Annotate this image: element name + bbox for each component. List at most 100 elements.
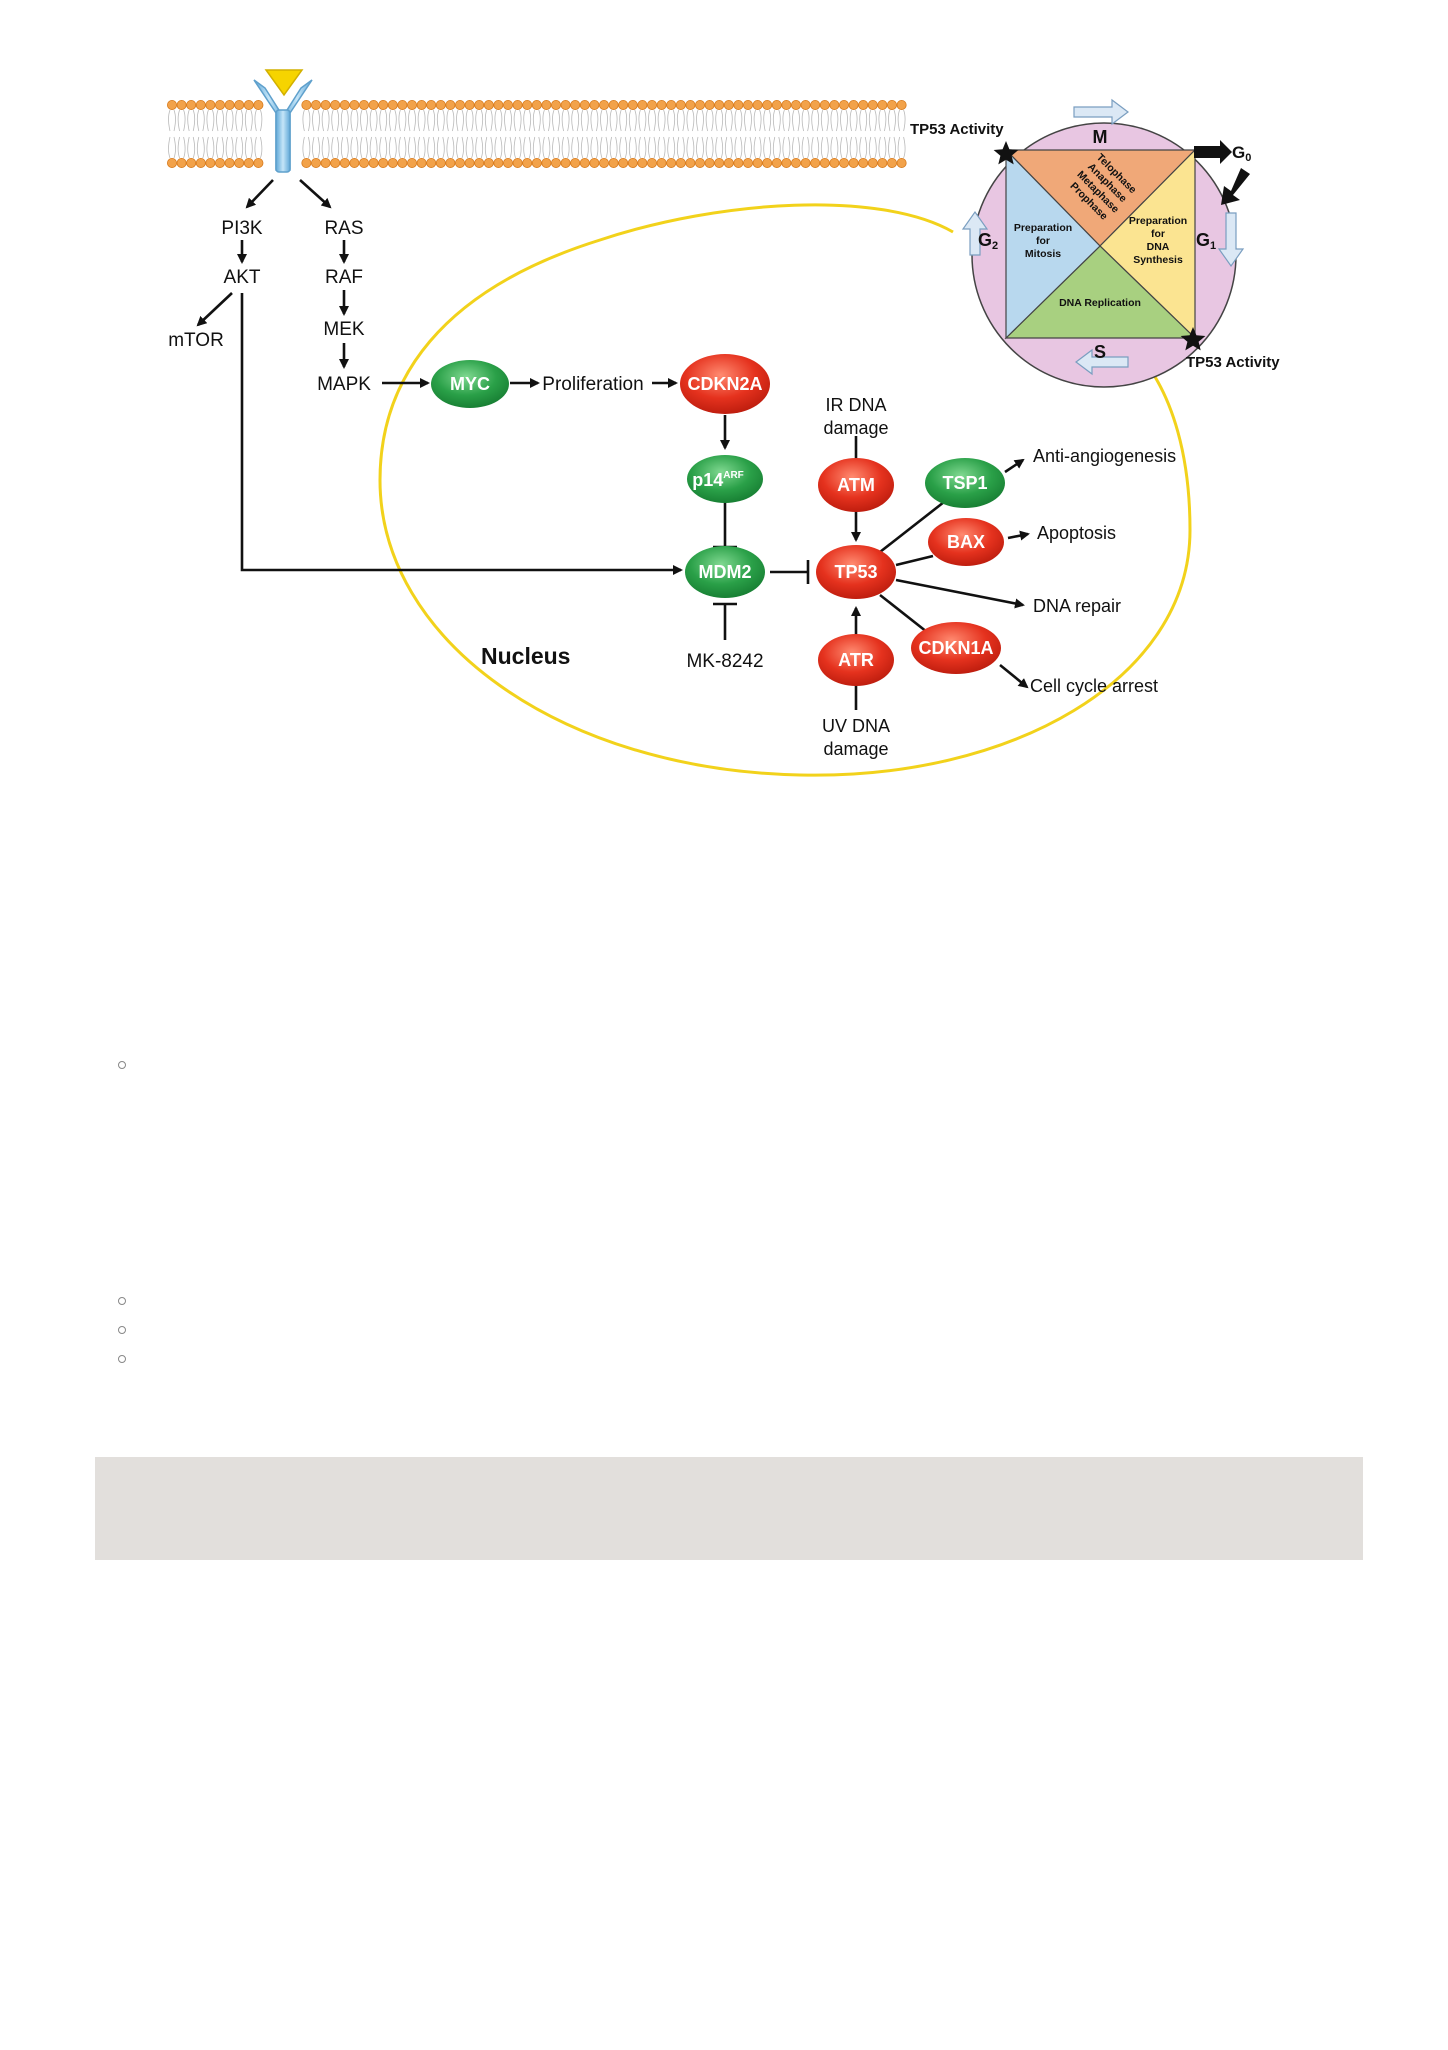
lipid-tail [590,136,599,159]
lipid-head [608,157,619,168]
lipid-head [579,157,590,168]
lipid-tail [331,109,340,132]
lipid-tail [638,136,647,159]
lipid-head [589,100,600,111]
lipid-tail [705,136,714,159]
lipid-head [387,157,398,168]
ligand [264,69,304,97]
lipid-head [301,100,312,111]
lipid-head [551,100,562,111]
lipid-tail [868,109,877,132]
prep-dna-1: Preparation [1129,215,1187,227]
lipid-head [454,100,465,111]
lipid-tail [504,109,512,132]
lipid-tail [840,136,848,159]
lipid-head [186,100,197,111]
lipid-tail [379,136,388,159]
lipid-head [666,100,677,111]
receptor [253,79,313,173]
lipid-tail [360,136,368,159]
lipid-head [531,100,542,111]
phase-g1-label: G1 [1196,230,1216,252]
lipid-head [839,157,850,168]
tp53-node: TP53 [816,545,896,599]
lipid-tail [657,136,666,159]
lipid-head [656,100,667,111]
lipid-tail [494,136,503,159]
myc-node: MYC [431,360,509,408]
lipid-head [166,157,177,168]
lipid-head [637,100,648,111]
lipid-tail [715,136,724,159]
lipid-tail [580,109,589,132]
arrow-to-g0 [1194,140,1232,164]
lipid-tail [590,109,599,132]
ir-dna-damage-label-1: IR DNA [825,395,886,415]
gray-banner [95,1457,1363,1560]
lipid-head [887,157,898,168]
lipid-tail [350,109,359,132]
arrow-tp53-dnarepair [895,578,1025,609]
lipid-tail [523,136,532,159]
lipid-tail [580,136,589,159]
lipid-head [675,157,686,168]
tp53-activity-label-top: TP53 Activity [910,121,1004,138]
lipid-head [618,100,629,111]
arrow-receptor-ras [299,179,332,209]
lipid-tail [456,109,464,132]
lipid-head [243,157,254,168]
lipid-tail [427,136,436,159]
lipid-head [368,157,379,168]
lipid-head [887,100,898,111]
lipid-tail [168,136,176,159]
lipid-tail [609,109,618,132]
lipid-head [378,100,389,111]
lipid-head [867,100,878,111]
lipid-tail [820,136,829,159]
svg-text:TP53: TP53 [834,562,877,582]
arrow-from-g0 [1221,168,1250,205]
lipid-head [205,157,216,168]
lipid-head [560,157,571,168]
lipid-tail [782,136,791,159]
lipid-head [224,100,235,111]
raf-label: RAF [325,267,363,288]
lipid-head [647,100,658,111]
prep-mitosis-1: Preparation [1014,222,1072,234]
lipid-tail [849,109,858,132]
lipid-tail [484,136,493,159]
dna-replication-label: DNA Replication [1059,297,1141,309]
lipid-tail [763,136,772,159]
lipid-tail [667,136,676,159]
phase-g2-label: G2 [978,230,998,252]
lipid-head [416,157,427,168]
lipid-head [349,157,360,168]
lipid-tail [235,109,244,132]
prep-dna-2: for [1151,228,1165,240]
lipid-tail [772,136,781,159]
lipid-head [627,157,638,168]
lipid-tail [465,136,474,159]
ring-arrow-right [1217,212,1245,268]
lipid-tail [868,136,877,159]
lipid-tail [196,136,205,159]
ir-dna-damage-label-2: damage [823,418,888,438]
lipid-head [771,157,782,168]
lipid-head [551,157,562,168]
lipid-tail [408,136,416,159]
lipid-head [493,100,504,111]
lipid-tail [801,136,810,159]
lipid-head [320,157,331,168]
lipid-head [512,157,523,168]
phase-s-label: S [1094,342,1106,362]
lipid-tail [849,136,858,159]
lipid-tail [897,109,906,132]
tp53-activity-star-top [993,141,1019,165]
lipid-head [445,100,456,111]
nucleus-membrane [378,203,1192,777]
lipid-tail [225,136,234,159]
lipid-head [176,100,187,111]
lipid-tail [398,136,407,159]
lipid-head [695,100,706,111]
lipid-tail [369,109,378,132]
